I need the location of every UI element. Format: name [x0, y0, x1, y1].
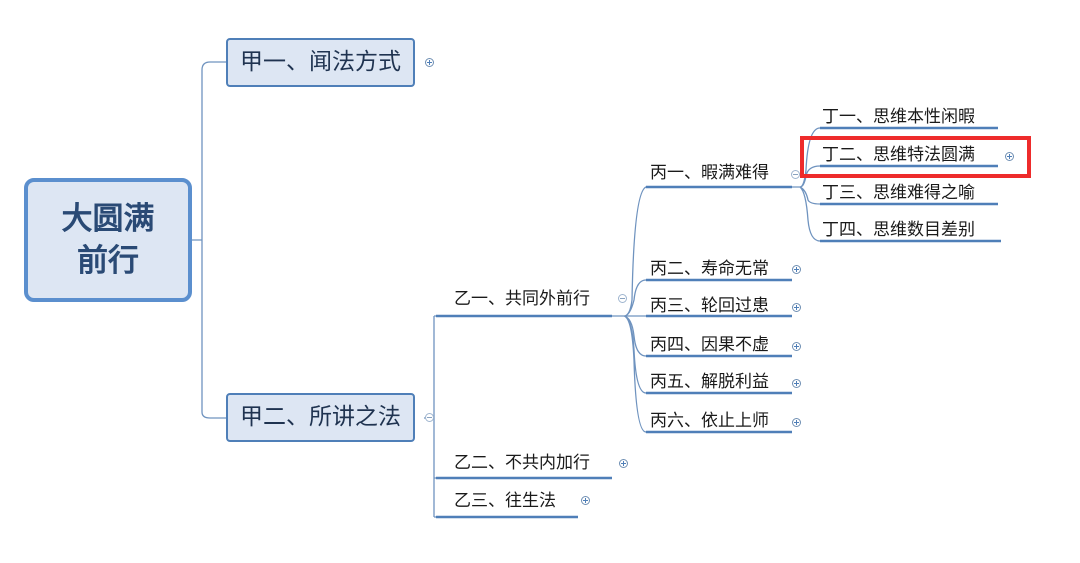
topic-bing-6-label: 丙六、依止上师	[650, 411, 769, 431]
topic-ding-4-label: 丁四、思维数目差别	[822, 220, 975, 240]
topic-ding-1[interactable]: 丁一、思维本性闲暇	[822, 106, 975, 128]
topic-ding-2-label: 丁二、思维特法圆满	[822, 145, 975, 165]
topic-bing-2-label: 丙二、寿命无常	[650, 259, 769, 279]
expand-ding-2-icon[interactable]	[1005, 152, 1014, 161]
expand-bing-5-icon[interactable]	[792, 379, 801, 388]
topic-jia-2[interactable]: 甲二、所讲之法	[226, 393, 415, 442]
topic-yi-1-label: 乙一、共同外前行	[454, 289, 590, 309]
root-topic[interactable]: 大圆满 前行	[24, 178, 192, 302]
topic-jia-2-label: 甲二、所讲之法	[240, 404, 401, 430]
topic-ding-3[interactable]: 丁三、思维难得之喻	[822, 182, 975, 204]
topic-yi-3[interactable]: 乙三、往生法	[454, 490, 556, 512]
topic-ding-4[interactable]: 丁四、思维数目差别	[822, 219, 975, 241]
topic-ding-3-label: 丁三、思维难得之喻	[822, 183, 975, 203]
topic-bing-1[interactable]: 丙一、暇满难得	[650, 162, 769, 184]
expand-yi-2-icon[interactable]	[619, 459, 628, 468]
expand-jia-1-icon[interactable]	[425, 58, 434, 67]
topic-bing-4-label: 丙四、因果不虚	[650, 335, 769, 355]
topic-bing-2[interactable]: 丙二、寿命无常	[650, 258, 769, 280]
topic-bing-4[interactable]: 丙四、因果不虚	[650, 334, 769, 356]
topic-bing-1-label: 丙一、暇满难得	[650, 163, 769, 183]
topic-bing-3[interactable]: 丙三、轮回过患	[650, 295, 769, 317]
topic-yi-2-label: 乙二、不共内加行	[454, 453, 590, 473]
topic-jia-1-label: 甲一、闻法方式	[240, 49, 401, 75]
topic-yi-1[interactable]: 乙一、共同外前行	[454, 288, 590, 310]
root-topic-line2: 前行	[77, 243, 139, 279]
expand-yi-3-icon[interactable]	[581, 496, 590, 505]
topic-bing-5[interactable]: 丙五、解脱利益	[650, 371, 769, 393]
expand-bing-6-icon[interactable]	[792, 418, 801, 427]
topic-bing-5-label: 丙五、解脱利益	[650, 372, 769, 392]
topic-bing-6[interactable]: 丙六、依止上师	[650, 410, 769, 432]
collapse-yi-1-icon[interactable]	[618, 294, 627, 303]
selection-highlight-box	[800, 136, 1031, 178]
topic-jia-1[interactable]: 甲一、闻法方式	[226, 38, 415, 87]
topic-yi-2[interactable]: 乙二、不共内加行	[454, 452, 590, 474]
collapse-bing-1-icon[interactable]	[791, 170, 800, 179]
expand-bing-4-icon[interactable]	[792, 342, 801, 351]
expand-bing-3-icon[interactable]	[792, 303, 801, 312]
topic-ding-1-label: 丁一、思维本性闲暇	[822, 107, 975, 127]
topic-ding-2[interactable]: 丁二、思维特法圆满	[822, 144, 975, 166]
expand-bing-2-icon[interactable]	[792, 265, 801, 274]
collapse-jia-2-icon[interactable]	[425, 413, 434, 422]
root-topic-line1: 大圆满	[61, 201, 155, 237]
topic-yi-3-label: 乙三、往生法	[454, 491, 556, 511]
topic-bing-3-label: 丙三、轮回过患	[650, 296, 769, 316]
